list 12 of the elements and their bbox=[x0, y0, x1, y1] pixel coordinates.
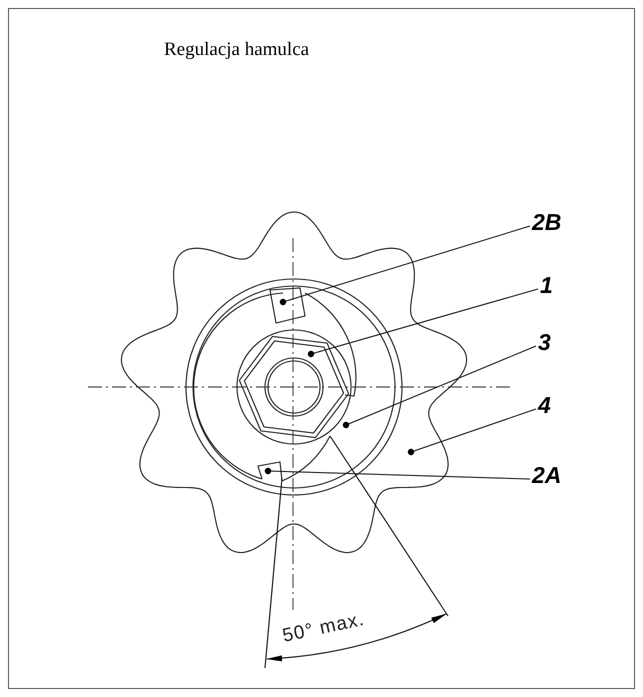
callout-number: 1 bbox=[540, 274, 553, 296]
dimension-label: 50° max. bbox=[280, 608, 368, 649]
leader-line bbox=[280, 226, 530, 306]
leader-line bbox=[408, 408, 536, 456]
leader-line bbox=[264, 468, 530, 480]
leader-line bbox=[342, 346, 536, 428]
leader-line bbox=[308, 288, 538, 358]
callout-number: 2B bbox=[532, 210, 562, 234]
callout-number: 3 bbox=[538, 330, 551, 354]
callout-number: 2A bbox=[532, 464, 562, 486]
title: Regulacja hamulca bbox=[164, 38, 310, 62]
callout-number: 4 bbox=[538, 394, 551, 416]
